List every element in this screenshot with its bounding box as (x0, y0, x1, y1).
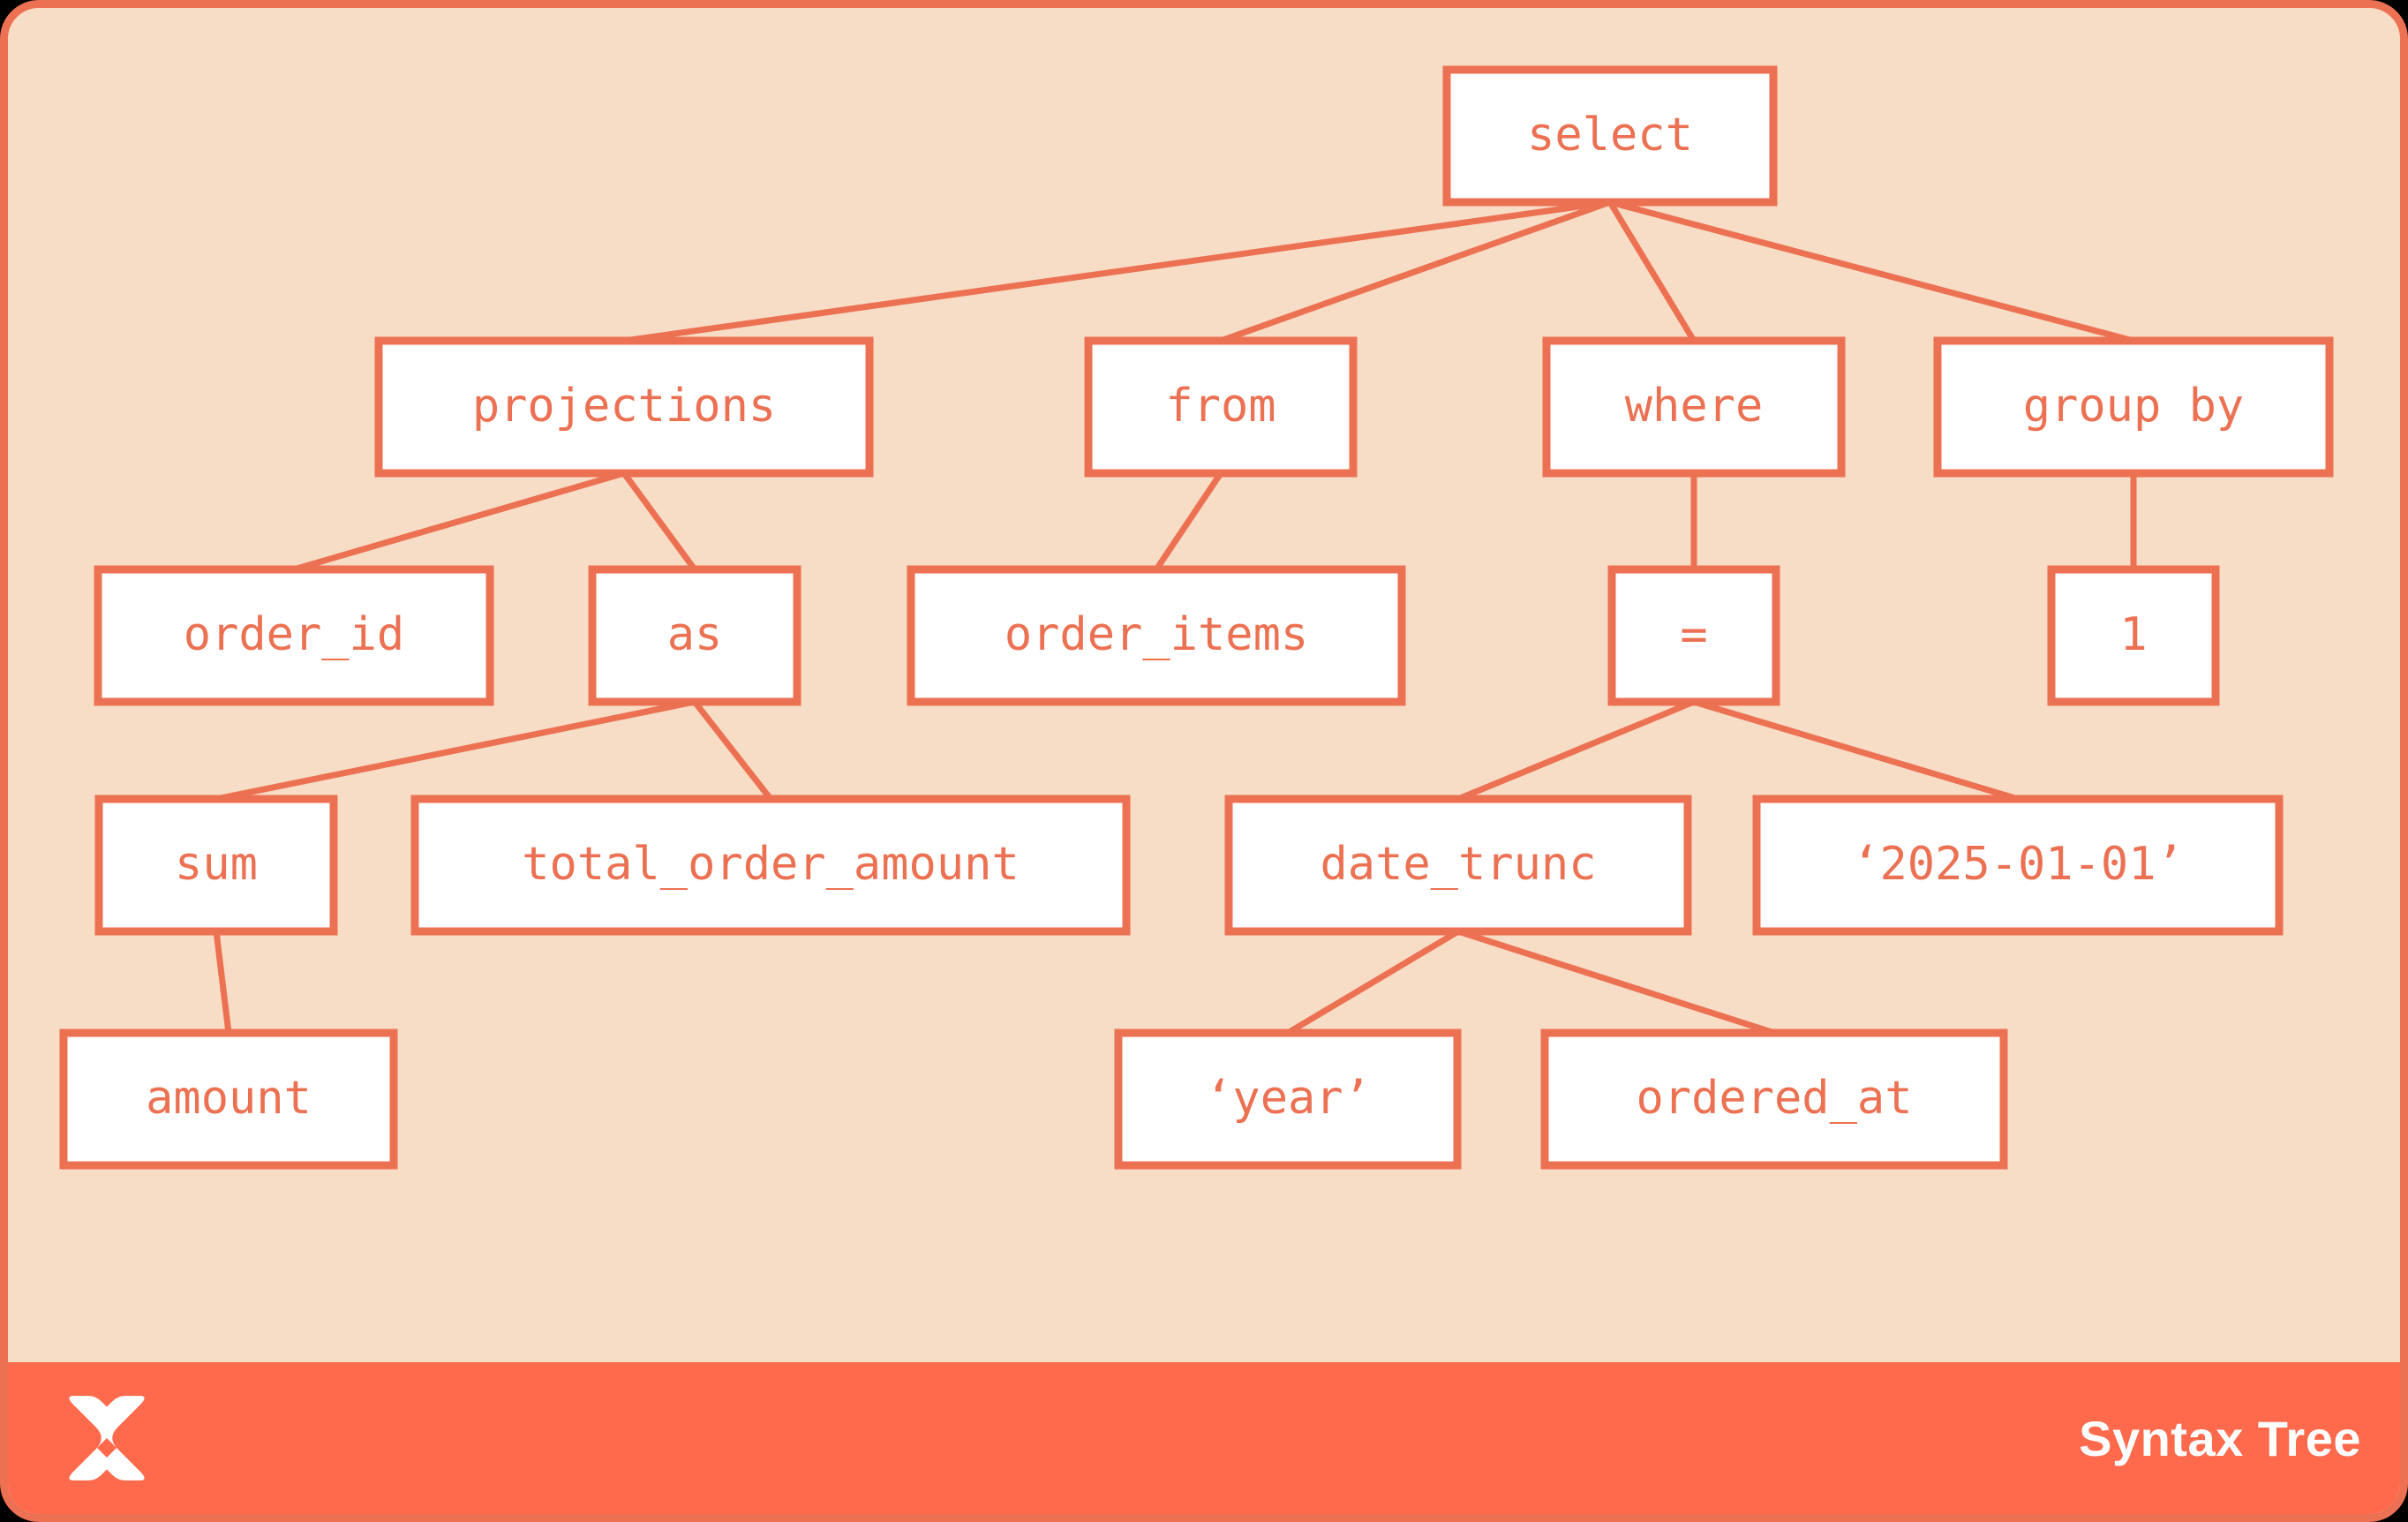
butterfly-x-logo-icon (69, 1396, 145, 1481)
tree-node-box (1224, 795, 1692, 936)
tree-edge (1609, 199, 2134, 344)
tree-node-box (94, 565, 494, 706)
tree-node-label: total_order_amount (522, 838, 1020, 891)
tree-edge (623, 199, 1611, 344)
tree-node-from[interactable]: from (1084, 336, 1358, 478)
tree-edge (1286, 928, 1460, 1036)
edges-layer (213, 199, 2137, 1036)
tree-node-box (1933, 336, 2334, 478)
tree-node-label: ordered_at (1636, 1072, 1912, 1125)
tree-edge (215, 698, 696, 802)
tree-node-label: projections (472, 380, 776, 433)
tree-node-label: ‘2025-01-01’ (1852, 838, 2184, 891)
tree-node-date_trunc[interactable]: date_trunc (1224, 795, 1692, 936)
tree-node-label: where (1625, 380, 1764, 433)
tree-node-box (59, 1028, 398, 1170)
tree-node-label: 1 (2119, 608, 2147, 661)
tree-node-select[interactable]: select (1442, 65, 1778, 207)
tree-node-label: amount (146, 1072, 312, 1125)
tree-node-box (1114, 1028, 1462, 1170)
tree-node-label: = (1680, 608, 1707, 661)
footer-bar: Syntax Tree (8, 1362, 2400, 1514)
tree-edge (621, 471, 697, 572)
tree-node-label: date_trunc (1320, 838, 1596, 891)
tree-node-order_id[interactable]: order_id (94, 565, 494, 706)
tree-node-label: order_id (184, 608, 404, 661)
tree-node-box (1607, 565, 1780, 706)
footer-title: Syntax Tree (2079, 1410, 2361, 1466)
tree-edge (1219, 199, 1612, 344)
nodes-layer: select projections from where group by order_… (59, 65, 2334, 1170)
tree-node-box (907, 565, 1406, 706)
tree-node-one[interactable]: 1 (2047, 565, 2220, 706)
tree-node-eq[interactable]: = (1607, 565, 1780, 706)
tree-node-box (410, 795, 1131, 936)
tree-node-amount[interactable]: amount (59, 1028, 398, 1170)
tree-node-year_literal[interactable]: ‘year’ (1114, 1028, 1462, 1170)
tree-node-label: from (1165, 380, 1275, 433)
tree-node-label: order_items (1005, 608, 1308, 661)
tree-node-box (588, 565, 801, 706)
tree-edge (1692, 698, 2020, 802)
tree-node-group_by[interactable]: group by (1933, 336, 2334, 478)
tree-edge (1456, 698, 1696, 802)
tree-node-label: group by (2023, 380, 2244, 433)
tree-edge (1456, 928, 1776, 1036)
tree-edge (692, 699, 773, 802)
tree-node-label: as (667, 608, 723, 661)
tree-node-label: sum (175, 838, 258, 891)
syntax-tree-svg: select projections from where group by order_… (59, 65, 2334, 1170)
tree-node-total_order_amount[interactable]: total_order_amount (410, 795, 1131, 936)
tree-node-box (1542, 336, 1846, 478)
tree-node-date_literal[interactable]: ‘2025-01-01’ (1752, 795, 2284, 936)
tree-node-box (94, 795, 338, 936)
tree-node-box (1540, 1028, 2008, 1170)
tree-node-ordered_at[interactable]: ordered_at (1540, 1028, 2008, 1170)
tree-node-projections[interactable]: projections (374, 336, 874, 478)
tree-node-box (2047, 565, 2220, 706)
tree-node-order_items[interactable]: order_items (907, 565, 1406, 706)
tree-edge (213, 931, 232, 1034)
tree-edge (293, 470, 625, 573)
tree-node-box (374, 336, 874, 478)
tree-edge (1607, 200, 1697, 343)
tree-node-box (1442, 65, 1778, 207)
tree-node-box (1084, 336, 1358, 478)
syntax-tree-canvas: select projections from where group by order_… (8, 8, 2400, 1378)
tree-node-sum[interactable]: sum (94, 795, 338, 936)
tree-node-label: select (1527, 109, 1693, 162)
tree-node-as[interactable]: as (588, 565, 801, 706)
tree-node-box (1752, 795, 2284, 936)
tree-node-where[interactable]: where (1542, 336, 1846, 478)
tree-edge (1154, 471, 1223, 571)
tree-node-label: ‘year’ (1205, 1072, 1371, 1125)
